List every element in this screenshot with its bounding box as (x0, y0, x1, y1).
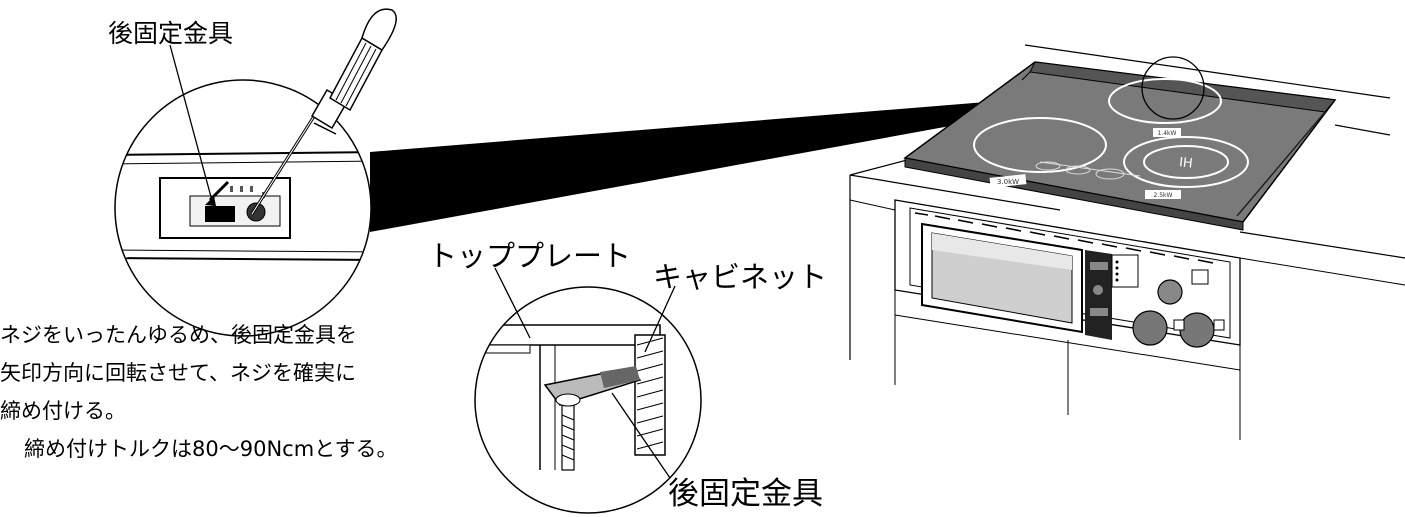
detail-circle-section (474, 267, 702, 514)
ih-label: IH (1178, 155, 1193, 171)
instruction-line-4: 締め付けトルクは80～90Ncmとする。 (24, 437, 398, 461)
rating-right-text: 2.5kW (1154, 192, 1173, 199)
label-fixture-bottom: 後固定金具 (668, 476, 823, 512)
burner-back: 1.4kW (1108, 78, 1222, 137)
top-plate (903, 61, 1337, 231)
front-panel (894, 199, 1241, 348)
detail-circle-screw (114, 44, 372, 337)
burner-left: 3.0kW (973, 117, 1107, 188)
leader-fixture-bottom (611, 392, 671, 479)
instruction-text: ネジをいったんゆるめ、後固定金具を 矢印方向に回転させて、ネジを確実に 締め付け… (0, 316, 398, 468)
leader-top (169, 44, 215, 209)
rating-back-text: 1.4kW (1158, 130, 1177, 137)
label-cabinet: キャビネット (653, 260, 828, 294)
instruction-line-3: 締め付ける。 (0, 399, 126, 423)
plate-controls (1035, 161, 1141, 180)
label-fixture-top: 後固定金具 (108, 19, 234, 48)
screwdriver-icon (250, 8, 397, 215)
rating-left-text: 3.0kW (997, 178, 1019, 186)
leader-cabinet (644, 285, 676, 353)
instruction-line-1: ネジをいったんゆるめ、後固定金具を (0, 323, 357, 347)
instruction-line-2: 矢印方向に回転させて、ネジを確実に (0, 361, 356, 385)
highlight-circle (1141, 56, 1205, 120)
cooktop-unit: 3.0kW 1.4kW IH 2.5kW (849, 44, 1405, 440)
label-top-plate: トッププレート (428, 239, 632, 273)
burner-right: IH 2.5kW (1123, 136, 1249, 199)
leader-top-plate (494, 267, 531, 339)
